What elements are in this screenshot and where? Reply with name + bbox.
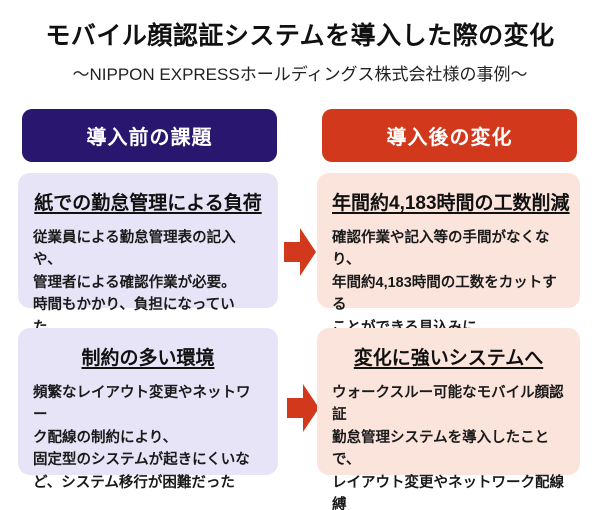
card-heading: 変化に強いシステムへ bbox=[353, 348, 544, 369]
card-body: 従業員による勤怠管理表の記入や、 管理者による確認作業が必要。 時間もかかり、負… bbox=[33, 230, 236, 336]
column-header-before: 導入前の課題 bbox=[22, 109, 277, 162]
page-title: モバイル顔認証システムを導入した際の変化 bbox=[45, 22, 555, 50]
column-header-after: 導入後の変化 bbox=[322, 109, 577, 162]
page-subtitle: 〜NIPPON EXPRESSホールディングス株式会社様の事例〜 bbox=[72, 65, 528, 84]
card-before-row2: 制約の多い環境 頻繁なレイアウト変更やネットワー ク配線の制約により、 固定型の… bbox=[18, 328, 278, 491]
card-heading: 年間約4,183時間の工数削減 bbox=[332, 193, 570, 214]
right-arrow-icon bbox=[284, 228, 316, 276]
card-after-row2: 変化に強いシステムへ ウォークスルー可能なモバイル顔認証 勤怠管理システムを導入… bbox=[317, 328, 580, 510]
card-heading: 制約の多い環境 bbox=[81, 348, 215, 369]
card-body: 確認作業や記入等の手間がなくなり、 年間約4,183時間の工数をカットする こと… bbox=[332, 230, 557, 336]
card-body: 頻繁なレイアウト変更やネットワー ク配線の制約により、 固定型のシステムが起きに… bbox=[33, 385, 251, 491]
right-arrow-icon bbox=[287, 384, 319, 432]
card-before-row1: 紙での勤怠管理による負荷 従業員による勤怠管理表の記入や、 管理者による確認作業… bbox=[18, 173, 278, 336]
card-body: ウォークスルー可能なモバイル顔認証 勤怠管理システムを導入したことで、 レイアウ… bbox=[332, 385, 564, 510]
card-heading: 紙での勤怠管理による負荷 bbox=[34, 193, 262, 214]
card-after-row1: 年間約4,183時間の工数削減 確認作業や記入等の手間がなくなり、 年間約4,1… bbox=[317, 173, 580, 336]
